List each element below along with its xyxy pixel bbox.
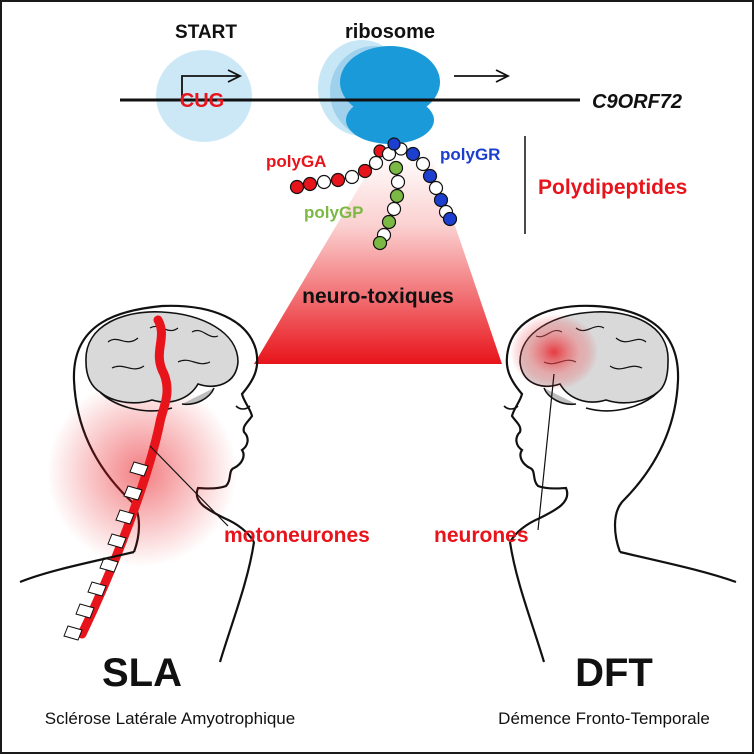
dft-pointer-line	[537, 373, 555, 531]
translation-arrowhead-icon	[495, 69, 511, 83]
ribosome-label: ribosome	[345, 21, 435, 43]
motoneurons-label: motoneurones	[224, 524, 370, 547]
polydipeptides-label: Polydipeptides	[538, 176, 687, 199]
dft-head-silhouette	[505, 304, 680, 553]
neurotoxic-label: neuro-toxiques	[302, 285, 454, 308]
polyga-chain	[289, 144, 387, 195]
ribosome-small-subunit	[346, 96, 434, 144]
chain-root-bead	[387, 137, 401, 151]
dft-abbr-label: DFT	[575, 651, 653, 695]
polyga-label: polyGA	[266, 152, 326, 171]
dft-eye-icon	[503, 405, 519, 410]
ribosome-ghost-start	[156, 50, 252, 142]
gene-label: C9ORF72	[592, 91, 682, 113]
dft-frontal-glow	[510, 314, 598, 390]
polygr-label: polyGR	[440, 145, 500, 164]
codon-label: CUG	[180, 90, 224, 112]
sla-abbr-label: SLA	[102, 651, 182, 695]
polygp-label: polyGP	[304, 203, 364, 222]
sla-pointer-line	[149, 445, 229, 527]
start-arrow-icon	[181, 75, 238, 100]
sla-vertebrae	[63, 461, 149, 641]
dft-chest	[508, 541, 546, 663]
neurons-label: neurones	[434, 524, 529, 547]
start-label: START	[175, 22, 237, 43]
sla-shoulder	[19, 550, 135, 584]
sla-full-label: Sclérose Latérale Amyotrophique	[45, 709, 295, 728]
sla-eye-icon	[235, 405, 251, 410]
dft-full-label: Démence Fronto-Temporale	[498, 709, 710, 728]
start-arrowhead-icon	[227, 69, 243, 83]
sla-chest	[218, 541, 256, 663]
polygp-chain	[372, 146, 406, 251]
polygr-chain	[394, 142, 458, 227]
dft-shoulder	[619, 550, 737, 584]
